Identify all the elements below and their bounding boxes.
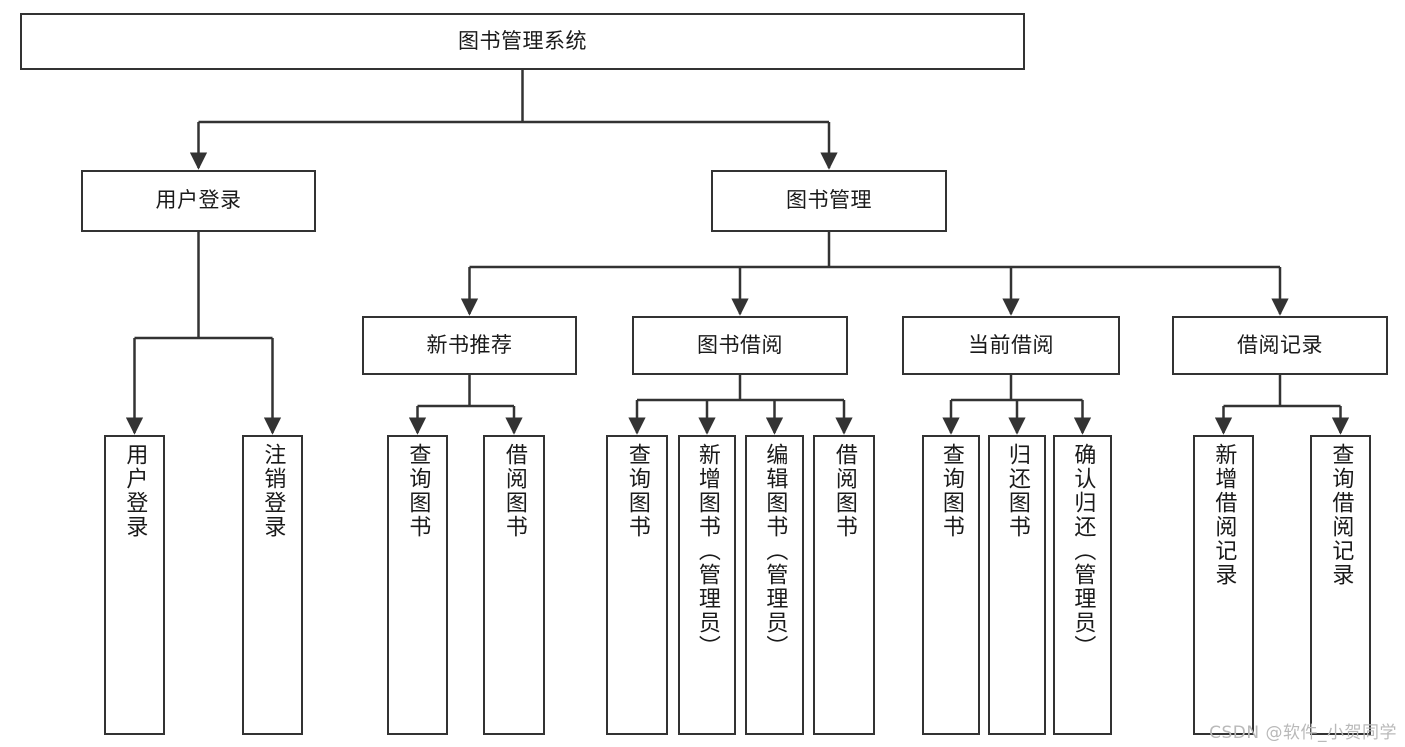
- node-root[interactable]: 图书管理系统: [20, 13, 1025, 70]
- node-label: 借阅记录: [1237, 332, 1323, 357]
- node-leaf-query-record[interactable]: 查询借阅记录: [1310, 435, 1371, 735]
- node-new-book-rec[interactable]: 新书推荐: [362, 316, 577, 375]
- node-leaf-query-book-3[interactable]: 查询图书: [922, 435, 980, 735]
- node-user-login[interactable]: 用户登录: [81, 170, 316, 232]
- node-leaf-edit-book[interactable]: 编辑图书（管理员）: [745, 435, 804, 735]
- node-label: 归还图书: [1004, 443, 1030, 539]
- node-label: 查询图书: [938, 443, 964, 539]
- node-label: 借阅图书: [831, 443, 857, 539]
- node-leaf-add-book[interactable]: 新增图书（管理员）: [678, 435, 736, 735]
- node-leaf-query-book-2[interactable]: 查询图书: [606, 435, 668, 735]
- node-book-borrow[interactable]: 图书借阅: [632, 316, 848, 375]
- node-leaf-borrow-book-2[interactable]: 借阅图书: [813, 435, 875, 735]
- node-label: 查询图书: [405, 443, 431, 539]
- node-label: 图书管理系统: [458, 28, 587, 53]
- node-leaf-user-login[interactable]: 用户登录: [104, 435, 165, 735]
- node-label: 用户登录: [122, 443, 148, 539]
- node-borrow-record[interactable]: 借阅记录: [1172, 316, 1388, 375]
- node-label: 注销登录: [260, 443, 286, 539]
- node-leaf-add-record[interactable]: 新增借阅记录: [1193, 435, 1254, 735]
- node-leaf-logout[interactable]: 注销登录: [242, 435, 303, 735]
- node-leaf-return-book[interactable]: 归还图书: [988, 435, 1046, 735]
- node-label: 图书借阅: [697, 332, 783, 357]
- node-label: 当前借阅: [968, 332, 1054, 357]
- node-label: 图书管理: [786, 188, 872, 213]
- node-book-manage[interactable]: 图书管理: [711, 170, 947, 232]
- node-current-borrow[interactable]: 当前借阅: [902, 316, 1120, 375]
- node-leaf-confirm-return[interactable]: 确认归还（管理员）: [1053, 435, 1112, 735]
- watermark-text: CSDN @软件_小贺同学: [1209, 723, 1397, 743]
- node-label: 新书推荐: [426, 332, 513, 357]
- node-leaf-query-book-1[interactable]: 查询图书: [387, 435, 448, 735]
- node-label: 查询图书: [624, 443, 650, 539]
- node-label: 确认归还（管理员）: [1070, 443, 1096, 659]
- node-label: 借阅图书: [501, 443, 527, 539]
- node-leaf-borrow-book-1[interactable]: 借阅图书: [483, 435, 545, 735]
- node-label: 查询借阅记录: [1328, 443, 1354, 587]
- node-label: 用户登录: [155, 188, 242, 213]
- node-label: 新增借阅记录: [1211, 443, 1237, 587]
- node-label: 新增图书（管理员）: [694, 443, 720, 659]
- node-label: 编辑图书（管理员）: [762, 443, 788, 659]
